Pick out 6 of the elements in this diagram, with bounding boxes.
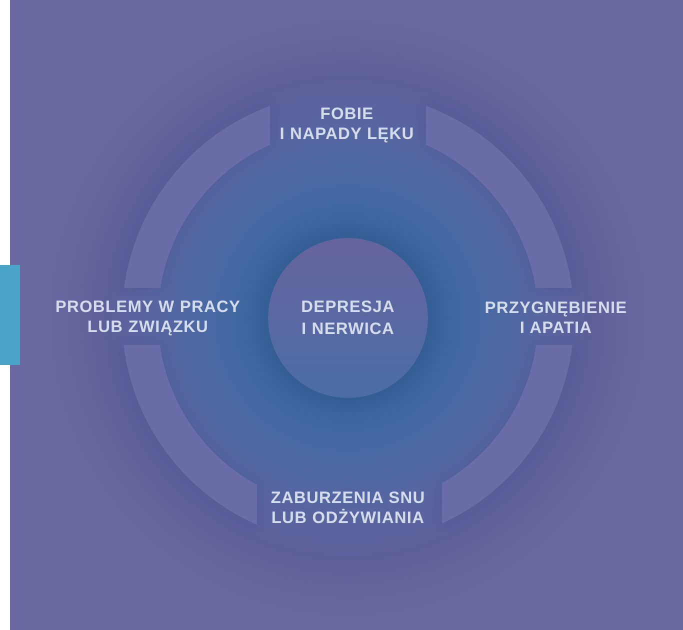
- ring-label: PROBLEMY W PRACY LUB ZWIĄZKU: [55, 297, 241, 337]
- side-tab: [0, 265, 20, 365]
- ring-label: FOBIE I NAPADY LĘKU: [280, 104, 414, 144]
- center-label: DEPRESJA I NERWICA: [301, 297, 395, 340]
- ring-label: PRZYGNĘBIENIE I APATIA: [484, 298, 628, 338]
- ring-label: ZABURZENIA SNU LUB ODŻYWIANIA: [270, 488, 426, 528]
